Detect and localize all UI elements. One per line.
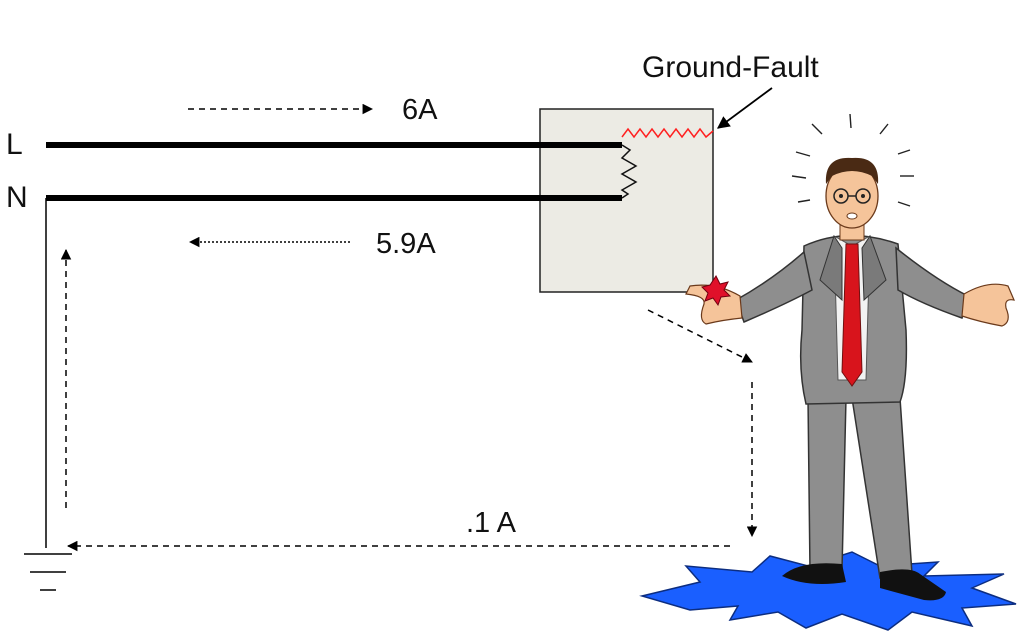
supply-current-label: 6A (402, 94, 438, 126)
sensing-coil (621, 127, 714, 139)
ground-fault-label: Ground-Fault (642, 51, 819, 84)
leakage-current-label: .1 A (466, 507, 516, 539)
shocked-person-icon (685, 113, 1016, 601)
line-label: L (6, 128, 23, 161)
shock-spark-icon (701, 275, 732, 307)
return-current-label: 5.9A (376, 228, 436, 260)
leakage-arrow-diagonal (647, 309, 753, 363)
water-puddle-icon (639, 551, 1017, 631)
ground-symbol-icon (24, 553, 72, 591)
device-label-pointer (716, 87, 773, 129)
neutral-label: N (6, 181, 28, 214)
internal-resistor (620, 144, 638, 199)
